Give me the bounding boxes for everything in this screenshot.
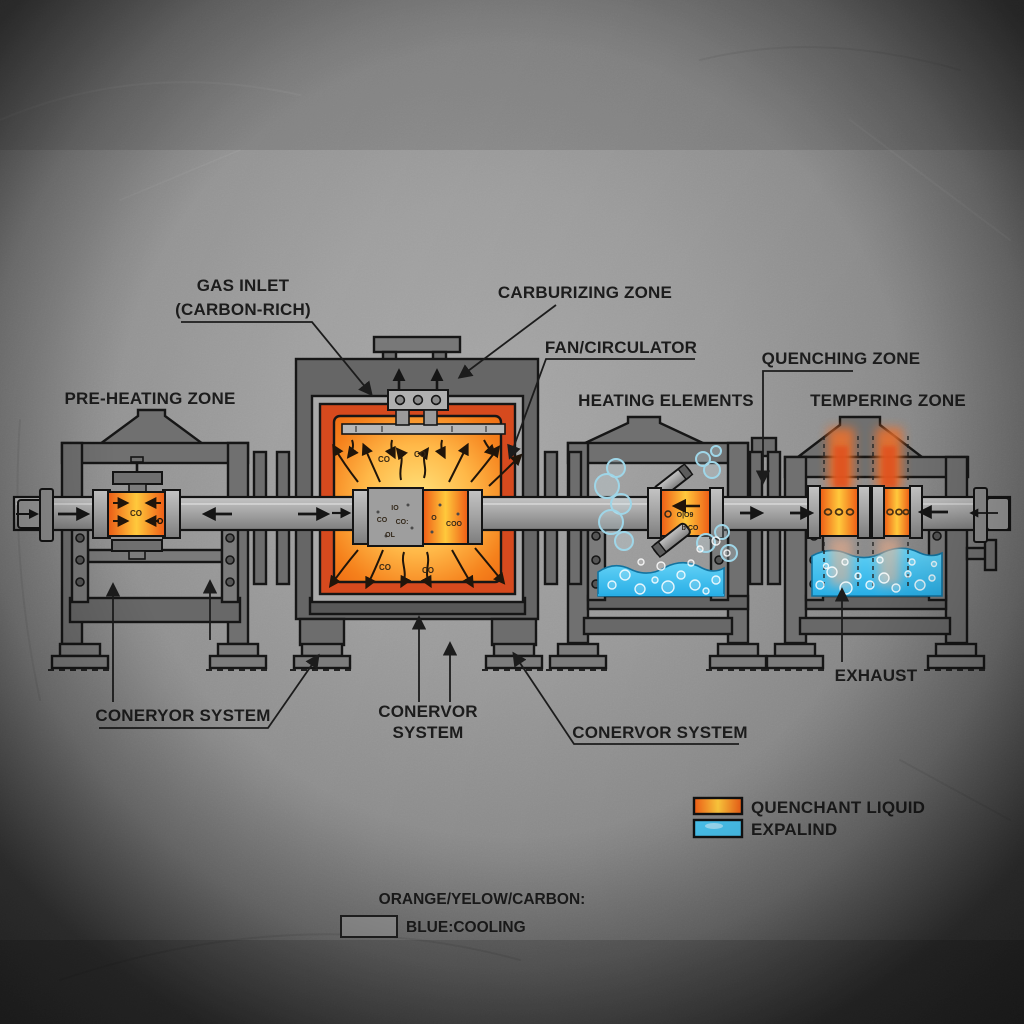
top-shade: [0, 0, 1024, 150]
bottom-shade: [0, 940, 1024, 1024]
